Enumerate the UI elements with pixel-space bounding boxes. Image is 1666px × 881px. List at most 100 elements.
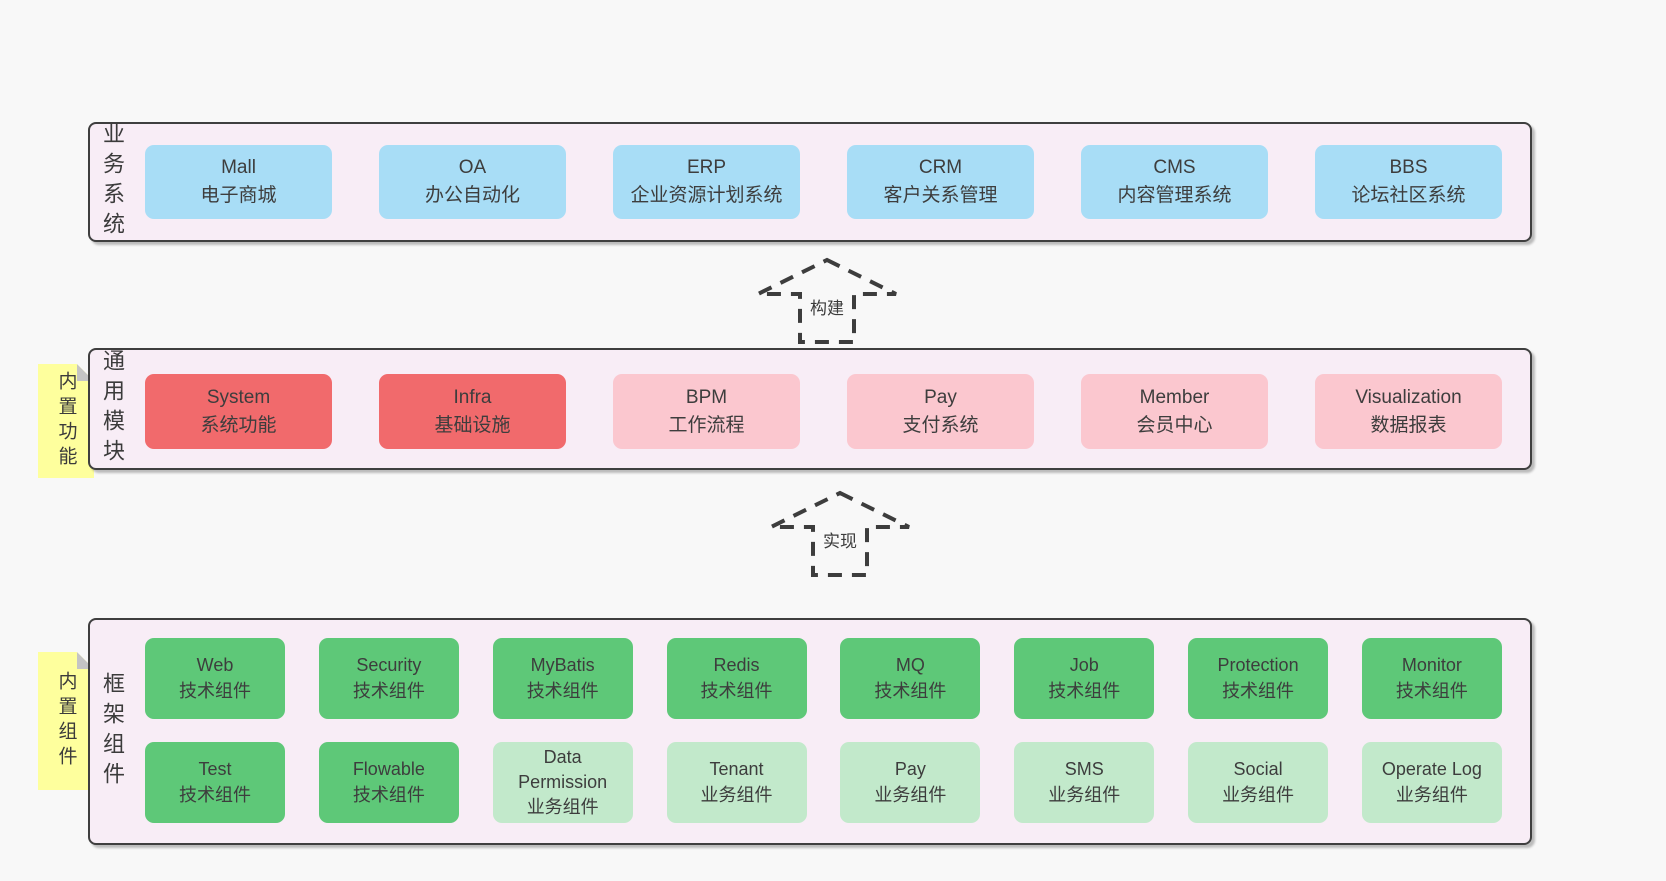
node-subtitle: 论坛社区系统	[1351, 185, 1466, 206]
node-title: Data Permission	[518, 746, 608, 792]
up-block-arrow-icon	[757, 257, 897, 344]
node-subtitle: 技术组件	[352, 784, 425, 805]
node-monitor: Monitor 技术组件	[1361, 638, 1502, 719]
panel-common-modules: 通用模块 System 系统功能 Infra 基础设施 BPM 工作流程 Pay…	[88, 348, 1532, 470]
implement-arrow: 实现	[765, 487, 915, 579]
node-oa: OA 办公自动化	[379, 145, 566, 219]
node-bpm: BPM 工作流程	[613, 374, 800, 449]
node-subtitle: 数据报表	[1370, 414, 1447, 436]
node-subtitle: 业务组件	[700, 784, 773, 805]
node-operate-log: Operate Log 业务组件	[1361, 742, 1502, 823]
node-title: Monitor	[1401, 655, 1462, 676]
sticky-note-text: 内置功能	[55, 371, 77, 471]
node-title: System	[206, 386, 271, 408]
node-title: Test	[198, 759, 232, 780]
node-title: BPM	[685, 386, 728, 408]
node-subtitle: 业务组件	[874, 784, 947, 805]
node-subtitle: 企业资源计划系统	[630, 185, 783, 206]
business-row: Mall 电子商城 OA 办公自动化 ERP 企业资源计划系统 CRM 客户关系…	[145, 145, 1502, 219]
node-subtitle: 会员中心	[1136, 414, 1213, 436]
node-title: CMS	[1153, 157, 1196, 179]
panel-framework-components: 框架组件 Web 技术组件 Security 技术组件 MyBatis 技术组件…	[88, 618, 1532, 845]
node-subtitle: 技术组件	[1222, 680, 1295, 701]
node-redis: Redis 技术组件	[666, 638, 807, 719]
node-subtitle: 技术组件	[526, 680, 599, 701]
node-sms: SMS 业务组件	[1014, 742, 1155, 823]
node-title: Pay	[924, 386, 957, 408]
build-arrow-label: 构建	[806, 294, 848, 319]
node-subtitle: 业务组件	[1222, 784, 1295, 805]
sticky-note-text: 内置组件	[55, 671, 77, 771]
node-crm: CRM 客户关系管理	[847, 145, 1034, 219]
components-row-1: Web 技术组件 Security 技术组件 MyBatis 技术组件 Redi…	[145, 638, 1502, 719]
node-title: BBS	[1389, 157, 1428, 179]
node-title: Member	[1139, 386, 1210, 408]
node-title: Job	[1069, 655, 1099, 676]
node-subtitle: 客户关系管理	[883, 185, 998, 206]
node-title: OA	[458, 157, 487, 179]
node-title: Protection	[1217, 655, 1299, 676]
node-title: MyBatis	[530, 655, 595, 676]
node-title: Web	[196, 655, 234, 676]
node-pay-module: Pay 支付系统	[847, 374, 1034, 449]
node-subtitle: 内容管理系统	[1117, 185, 1232, 206]
implement-arrow-label: 实现	[819, 527, 861, 552]
panel-business-label: 业务系统	[100, 122, 125, 242]
node-title: Mall	[221, 157, 256, 179]
panel-modules-label: 通用模块	[100, 349, 125, 469]
node-subtitle: 支付系统	[902, 414, 979, 436]
node-title: Pay	[894, 759, 926, 780]
node-title: Redis	[713, 655, 760, 676]
node-title: ERP	[686, 157, 727, 179]
node-title: Operate Log	[1381, 759, 1482, 780]
node-mall: Mall 电子商城	[145, 145, 332, 219]
node-mybatis: MyBatis 技术组件	[492, 638, 633, 719]
node-cms: CMS 内容管理系统	[1081, 145, 1268, 219]
node-title: Social	[1233, 759, 1283, 780]
sticky-note-built-in-components: 内置组件	[38, 652, 94, 790]
node-subtitle: 业务组件	[1395, 784, 1468, 805]
node-system: System 系统功能	[145, 374, 332, 449]
node-subtitle: 业务组件	[526, 797, 599, 818]
node-title: Infra	[453, 386, 492, 408]
node-title: Visualization	[1355, 386, 1462, 408]
node-subtitle: 办公自动化	[424, 185, 520, 206]
node-pay-component: Pay 业务组件	[840, 742, 981, 823]
node-subtitle: 电子商城	[200, 185, 277, 206]
sticky-note-built-in-features: 内置功能	[38, 364, 94, 478]
node-title: SMS	[1064, 759, 1104, 780]
node-protection: Protection 技术组件	[1188, 638, 1329, 719]
node-title: Security	[356, 655, 422, 676]
node-security: Security 技术组件	[318, 638, 459, 719]
node-bbs: BBS 论坛社区系统	[1315, 145, 1502, 219]
node-visualization: Visualization 数据报表	[1315, 374, 1502, 449]
panel-business-systems: 业务系统 Mall 电子商城 OA 办公自动化 ERP 企业资源计划系统 CRM…	[88, 122, 1532, 242]
node-title: Flowable	[352, 759, 425, 780]
node-data-permission: Data Permission 业务组件	[492, 742, 633, 823]
node-title: CRM	[918, 157, 963, 179]
node-subtitle: 技术组件	[1395, 680, 1468, 701]
node-social: Social 业务组件	[1188, 742, 1329, 823]
node-subtitle: 技术组件	[700, 680, 773, 701]
node-infra: Infra 基础设施	[379, 374, 566, 449]
node-subtitle: 业务组件	[1048, 784, 1121, 805]
node-flowable: Flowable 技术组件	[318, 742, 459, 823]
node-subtitle: 工作流程	[668, 414, 745, 436]
components-row-2: Test 技术组件 Flowable 技术组件 Data Permission …	[145, 742, 1502, 823]
node-job: Job 技术组件	[1014, 638, 1155, 719]
node-web: Web 技术组件	[145, 638, 285, 719]
node-subtitle: 技术组件	[1048, 680, 1121, 701]
node-subtitle: 技术组件	[179, 680, 251, 701]
node-subtitle: 基础设施	[434, 414, 511, 436]
node-erp: ERP 企业资源计划系统	[613, 145, 800, 219]
node-mq: MQ 技术组件	[840, 638, 981, 719]
node-test: Test 技术组件	[145, 742, 285, 823]
modules-row: System 系统功能 Infra 基础设施 BPM 工作流程 Pay 支付系统…	[145, 374, 1502, 449]
node-title: MQ	[895, 655, 925, 676]
build-arrow: 构建	[752, 254, 902, 346]
up-block-arrow-icon	[770, 490, 910, 577]
node-subtitle: 系统功能	[200, 414, 277, 436]
node-title: Tenant	[709, 759, 764, 780]
node-member: Member 会员中心	[1081, 374, 1268, 449]
